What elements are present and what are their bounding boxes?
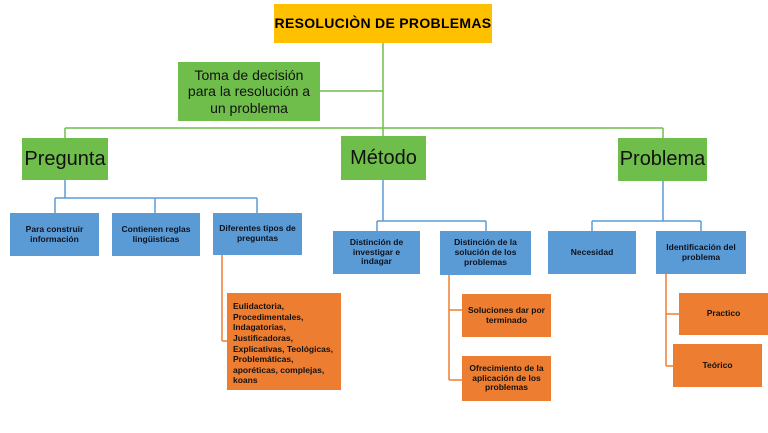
node-soluciones-terminado: Soluciones dar por terminado	[462, 294, 551, 337]
node-tipos-preguntas: Eulidactoria, Procedimentales, Indagator…	[227, 293, 341, 390]
node-diferentes-tipos: Diferentes tipos de preguntas	[213, 213, 302, 255]
node-problema: Problema	[618, 138, 707, 181]
node-distincion-investigar: Distinción de investigar e indagar	[333, 231, 420, 274]
node-necesidad: Necesidad	[548, 231, 636, 274]
node-practico: Practico	[679, 293, 768, 335]
node-distincion-solucion: Distinción de la solución de los problem…	[440, 231, 531, 275]
node-ofrecimiento: Ofrecimiento de la aplicación de los pro…	[462, 356, 551, 401]
node-para-construir: Para construir información	[10, 213, 99, 256]
node-identificacion: Identificación del problema	[656, 231, 746, 274]
diagram-title: RESOLUCIÒN DE PROBLEMAS	[274, 4, 492, 43]
node-pregunta: Pregunta	[22, 138, 108, 180]
decision-box: Toma de decisión para la resolución a un…	[178, 62, 320, 121]
node-contienen-reglas: Contienen reglas lingüisticas	[112, 213, 200, 256]
node-teorico: Teórico	[673, 344, 762, 387]
node-metodo: Método	[341, 136, 426, 180]
